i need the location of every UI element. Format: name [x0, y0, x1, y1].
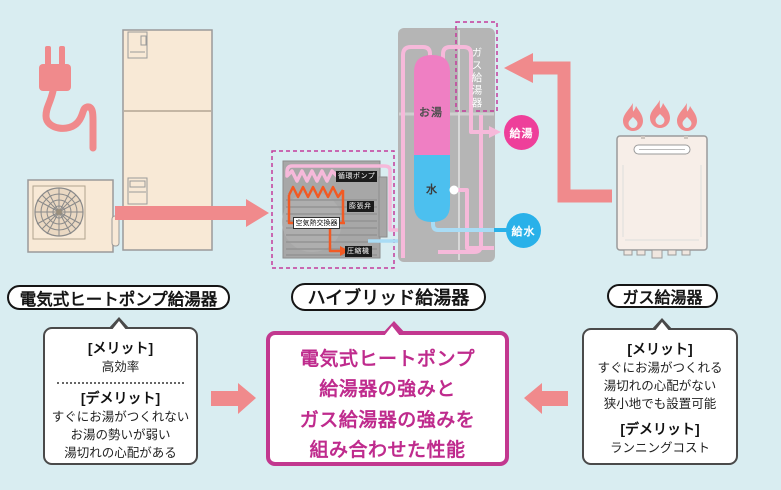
- hot-water-pipes: [401, 45, 494, 258]
- hybrid-summary-line: 電気式ヒートポンプ: [300, 349, 475, 370]
- gas-merit-item: 狭小地でも設置可能: [603, 397, 717, 412]
- gas-strip-label: ガス給湯器: [470, 47, 483, 110]
- title-electric-heat-pump: 電気式ヒートポンプ給湯器: [7, 285, 230, 310]
- divider: [57, 382, 184, 385]
- gas-demerit-item: ランニングコスト: [609, 441, 710, 456]
- gas-merit-label: [メリット]: [627, 341, 693, 357]
- electric-pros-cons-box: [メリット] 高効率 [デメリット] すぐにお湯がつくれない お湯の勢いが弱い …: [43, 317, 198, 465]
- electric-plug-icon: [39, 46, 97, 152]
- gas-merit-item: すぐにお湯がつくれる: [597, 361, 723, 375]
- air-heat-exchanger-label: 空気熱交換器: [293, 217, 340, 229]
- electric-demerit-item: すぐにお湯がつくれない: [51, 410, 190, 425]
- compressor-label: 圧縮機: [345, 246, 372, 257]
- hot-outlet-port: 給湯: [504, 115, 539, 150]
- title-gas: ガス給湯器: [607, 284, 718, 308]
- electric-merit-label: [メリット]: [87, 340, 154, 356]
- electric-demerit-item: 湯切れの心配がある: [64, 446, 177, 461]
- gas-water-heater-illustration: [616, 135, 708, 259]
- gas-pros-cons-box: [メリット] すぐにお湯がつくれる 湯切れの心配がない 狭小地でも設置可能 [デ…: [582, 318, 738, 465]
- hybrid-summary-line: 給湯器の強みと: [319, 379, 456, 401]
- gas-demerit-label: [デメリット]: [620, 421, 700, 438]
- hybrid-unit-panel: [398, 21, 512, 262]
- expansion-valve-label: 膨張弁: [347, 201, 374, 212]
- outdoor-unit-illustration: [27, 179, 120, 253]
- tank-cold-section: [414, 155, 450, 222]
- electric-demerit-item: お湯の勢いが弱い: [70, 428, 171, 443]
- tank-cold-label: 水: [426, 184, 438, 196]
- water-inlet-label: 給水: [511, 225, 536, 238]
- electric-demerit-label: [デメリット]: [80, 390, 161, 407]
- merge-arrow-left: [211, 383, 256, 414]
- tank-hot-section: [414, 55, 450, 155]
- circulation-pump-label: 循環ポンプ: [336, 171, 378, 182]
- hybrid-summary-line: 組み合わせた性能: [309, 440, 466, 462]
- gas-burner-strip-outline: [455, 21, 498, 112]
- electric-flow-arrow: [115, 199, 269, 227]
- merge-arrow-right: [524, 383, 568, 414]
- tank-hot-label: お湯: [419, 107, 443, 119]
- hot-outlet-label: 給湯: [509, 127, 534, 140]
- circulation-pipe: [285, 164, 399, 232]
- flame-icons: [623, 100, 697, 131]
- title-hybrid: ハイブリッド給湯器: [291, 283, 486, 311]
- hybrid-summary-box: 電気式ヒートポンプ 給湯器の強みと ガス給湯器の強みを 組み合わせた性能: [266, 321, 509, 466]
- gas-merit-item: 湯切れの心配がない: [603, 379, 717, 394]
- electric-merit-item: 高効率: [101, 360, 140, 374]
- heat-pump-cycle-box: [271, 150, 399, 269]
- gas-flow-arrow: [504, 53, 612, 203]
- hybrid-summary-line: ガス給湯器の強みを: [299, 409, 476, 431]
- water-inlet-port: 給水: [506, 213, 541, 248]
